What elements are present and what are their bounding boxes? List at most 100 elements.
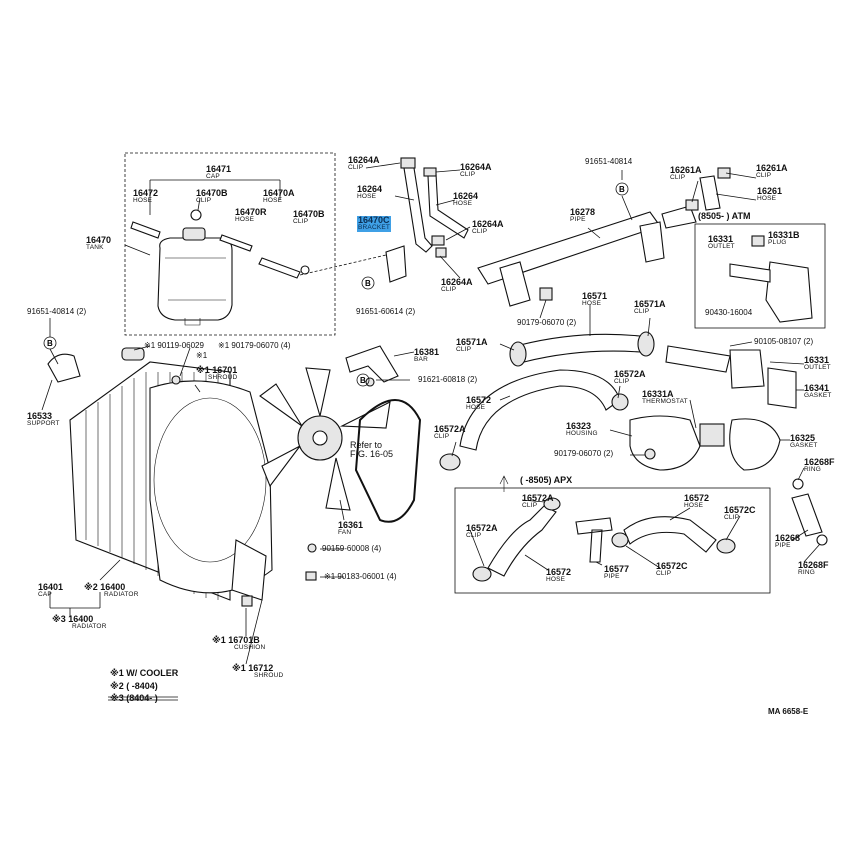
apx-box [454, 487, 771, 594]
shroud-16701 [149, 380, 273, 594]
drawing-code: MA 6658-E [768, 707, 809, 716]
fan-16361 [259, 367, 391, 511]
label-90179-top: 90179-06070 (2) [517, 318, 577, 327]
part-name: HOSE [453, 200, 473, 207]
part-number: 16400 [68, 614, 94, 624]
part-name: PIPE [604, 573, 620, 580]
legend-text: (8404- ) [126, 693, 158, 703]
part-name: SHROUD [254, 672, 284, 679]
part-name: CLIP [522, 502, 538, 509]
label-91651-60614: 91651-60614 (2) [356, 307, 416, 316]
radiator-cap [121, 347, 145, 361]
label-90179-mid: 90179-06070 (2) [554, 449, 614, 458]
hose-16571 [519, 333, 641, 363]
part-number: 16712 [248, 663, 274, 673]
part-name: HOSE [466, 404, 486, 411]
hose-16261 [699, 175, 721, 211]
part-number: 16323 [566, 421, 592, 431]
part-number: 16278 [570, 207, 596, 217]
plug-16331B [751, 235, 765, 247]
part-name: CLIP [670, 174, 686, 181]
part-number: 16472 [133, 188, 159, 198]
legend-mark: ※3 [110, 693, 124, 703]
part-name: OUTLET [804, 364, 831, 371]
part-name: HOSE [133, 197, 153, 204]
part-name: HOSE [582, 300, 602, 307]
part-number: 16471 [206, 164, 232, 174]
b-marker-bracket [361, 276, 375, 290]
part-name: CLIP [456, 346, 472, 353]
part-number: 16264A [472, 219, 504, 229]
part-number: 16470B [196, 188, 228, 198]
part-name: CLIP [634, 308, 650, 315]
part-number: 16701 [212, 365, 238, 375]
bracket-16470C [385, 245, 407, 283]
legend-row-1: ※1 W/ COOLER [110, 669, 178, 678]
legend-text: ( -8404) [126, 681, 158, 691]
part-number: 16572 [466, 395, 492, 405]
part-number: 16571A [456, 337, 488, 347]
mark-r1-90119: ※1 [196, 351, 208, 360]
refer-line1: Refer to [350, 440, 383, 450]
part-number: 90119-06029 [157, 341, 204, 350]
part-name: GASKET [804, 392, 832, 399]
label-90179-left: ※1 90179-06070 (4) [218, 342, 291, 350]
part-name: CLIP [441, 286, 457, 293]
part-number: 90183-06001 (4) [337, 572, 397, 581]
atm-box [694, 223, 826, 329]
part-name: BAR [414, 356, 428, 363]
part-name: HOSE [546, 576, 566, 583]
part-name: GASKET [790, 442, 818, 449]
part-number: 16572A [522, 493, 554, 503]
part-number: 16268F [804, 457, 835, 467]
svg-text:B: B [619, 185, 625, 194]
part-number: 16331 [804, 355, 830, 365]
tank-hose-16472 [130, 221, 161, 239]
apx-hose-1 [487, 505, 557, 577]
support-16533 [47, 353, 81, 383]
part-name: TANK [86, 244, 104, 251]
part-number: 16572C [656, 561, 688, 571]
part-name: HOSE [235, 216, 255, 223]
housing-16323 [629, 415, 701, 471]
label-90183: ※1 90183-06001 (4) [324, 573, 397, 581]
part-number: 16470 [86, 235, 112, 245]
part-number: 16264A [348, 155, 380, 165]
apx-pipe-16577 [575, 517, 613, 563]
part-number: 16264A [460, 162, 492, 172]
part-name: CAP [206, 173, 220, 180]
